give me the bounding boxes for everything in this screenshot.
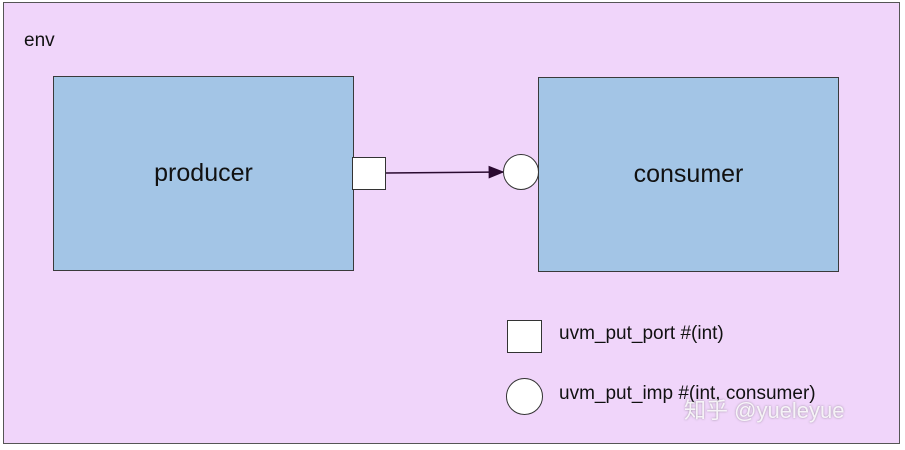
producer-put-port-icon (352, 157, 386, 190)
legend-imp-circle-icon (506, 378, 543, 415)
consumer-block: consumer (538, 77, 839, 272)
consumer-label: consumer (633, 160, 744, 188)
watermark: 知乎 @yueleyue (684, 398, 845, 423)
consumer-put-imp-icon (503, 154, 539, 190)
env-label: env (24, 30, 55, 51)
producer-block: producer (53, 76, 354, 271)
legend-port-label: uvm_put_port #(int) (559, 323, 724, 344)
legend-imp-label: uvm_put_imp #(int, consumer) (559, 383, 816, 404)
legend-port-square-icon (507, 320, 542, 353)
producer-label: producer (154, 159, 253, 187)
